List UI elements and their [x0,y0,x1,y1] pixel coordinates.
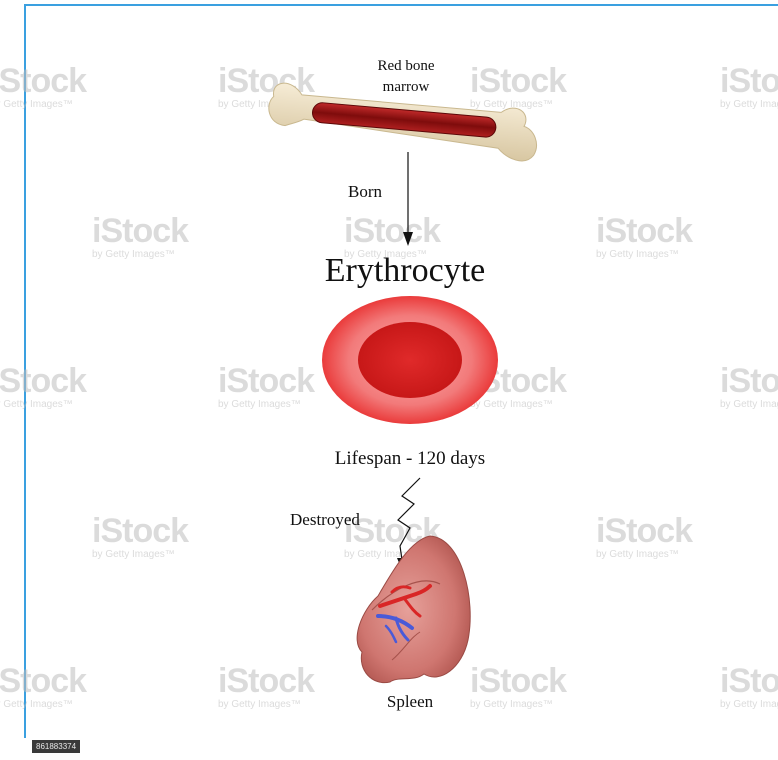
destroyed-label: Destroyed [290,510,390,530]
born-arrow-head [403,232,413,246]
born-label: Born [348,182,408,202]
spleen-illustration [357,536,470,683]
erythrocyte-title: Erythrocyte [290,252,520,290]
red-bone-marrow-label: Red bone marrow [336,56,476,98]
image-id-tag: 861883374 [32,740,80,753]
erythrocyte-cell [322,296,498,424]
lifespan-label: Lifespan - 120 days [300,448,520,470]
spleen-label: Spleen [370,692,450,712]
